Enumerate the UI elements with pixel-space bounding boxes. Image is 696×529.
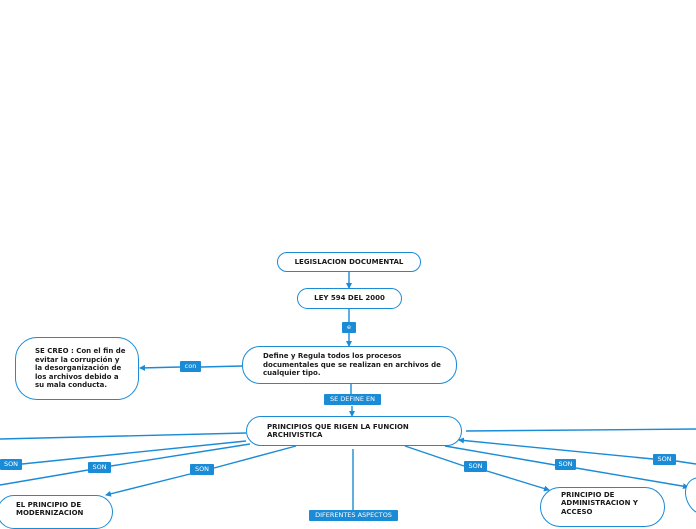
partial-node-right (685, 477, 696, 513)
tag-e[interactable]: e (342, 322, 356, 333)
edge-principios-son4 (404, 445, 465, 467)
node-label: PRINCIPIOS QUE RIGEN LA FUNCION ARCHIVIS… (267, 422, 409, 440)
node-legislacion-documental[interactable]: LEGISLACION DOCUMENTAL (277, 252, 421, 272)
node-label: PRINCIPIO DE ADMINISTRACION Y ACCESO (561, 490, 638, 516)
edge-principios-son1 (21, 440, 247, 465)
edge-principios-offright (465, 428, 696, 432)
edge-principios-son5 (444, 445, 556, 466)
tag-se-define-en[interactable]: SE DEFINE EN (324, 394, 381, 405)
tag-son[interactable]: SON (0, 459, 22, 470)
node-principios-funcion-archivistica[interactable]: PRINCIPIOS QUE RIGEN LA FUNCION ARCHIVIS… (246, 416, 462, 446)
node-define-regula[interactable]: Define y Regula todos los procesos docum… (242, 346, 457, 384)
tag-son[interactable]: SON (653, 454, 676, 465)
edge-son3-modernizacion (105, 473, 191, 497)
node-label: EL PRINCIPIO DE MODERNIZACION (16, 500, 84, 518)
edge-offright-son6 (675, 460, 696, 465)
edge-principios-son2 (110, 443, 251, 467)
tag-son[interactable]: SON (555, 459, 576, 470)
tag-son[interactable]: SON (464, 461, 487, 472)
tag-son[interactable]: SON (88, 462, 111, 473)
edge-son2-offleft (0, 469, 89, 486)
tag-diferentes-aspectos[interactable]: DIFERENTES ASPECTOS (309, 510, 398, 521)
edge-son5-offright (575, 467, 689, 490)
node-label: Define y Regula todos los procesos docum… (263, 352, 441, 378)
edge-son4-administracion (486, 470, 550, 492)
node-principio-modernizacion[interactable]: EL PRINCIPIO DE MODERNIZACION (0, 495, 113, 529)
tag-son[interactable]: SON (190, 464, 214, 475)
node-label: SE CREO : Con el fin de evitar la corrup… (35, 347, 126, 390)
node-ley-594[interactable]: LEY 594 DEL 2000 (297, 288, 402, 309)
edge-principios-offleft-1 (0, 432, 247, 440)
edge-define-con (200, 365, 243, 368)
node-se-creo[interactable]: SE CREO : Con el fin de evitar la corrup… (15, 337, 139, 400)
node-label: LEGISLACION DOCUMENTAL (294, 257, 404, 266)
node-principio-administracion-acceso[interactable]: PRINCIPIO DE ADMINISTRACION Y ACCESO (540, 487, 665, 527)
node-label: LEY 594 DEL 2000 (314, 294, 385, 303)
edge-son6-principios (458, 437, 654, 460)
edge-principios-son3 (213, 445, 297, 469)
edge-con-secreo (139, 364, 181, 371)
tag-con[interactable]: con (180, 361, 201, 372)
